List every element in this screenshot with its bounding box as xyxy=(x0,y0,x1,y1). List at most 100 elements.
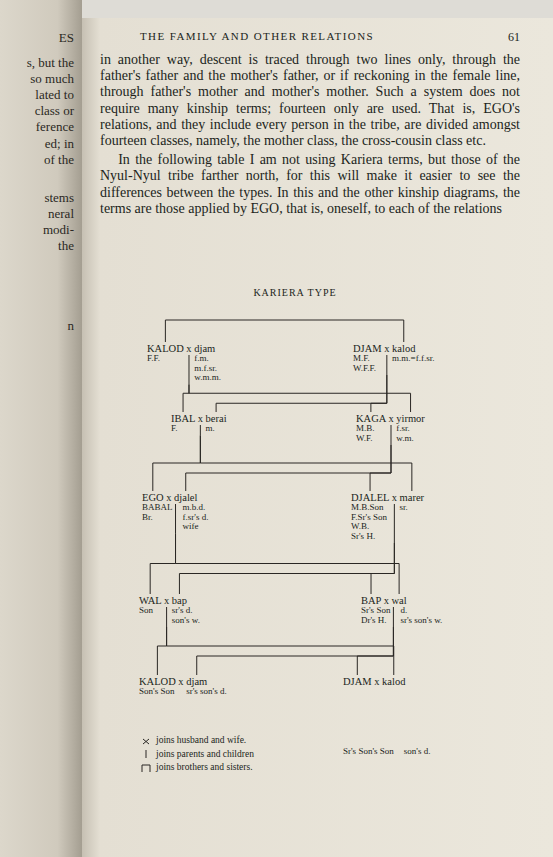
descent-line xyxy=(179,543,394,594)
descent-stub xyxy=(394,504,395,543)
descent-stub xyxy=(386,355,387,375)
body-paragraph: In the following table I am not using Ka… xyxy=(100,152,520,217)
kin-couple: DJAM x kalodM.F.W.F.F. m.m.=f.f.sr. xyxy=(352,342,436,375)
legend-text: joins brothers and sisters. xyxy=(156,762,253,773)
facing-page-fragment: modi- xyxy=(0,222,74,237)
kin-term: Dr's H. xyxy=(361,616,387,626)
couple-names: KALOD x djam xyxy=(147,343,215,354)
facing-page-fragment: neral xyxy=(0,206,74,221)
kin-term: w.m. xyxy=(396,434,413,444)
kin-term: son's w. xyxy=(172,616,200,626)
kin-term: Br. xyxy=(142,513,153,523)
kin-term: Son xyxy=(139,606,153,616)
descent-line xyxy=(357,627,393,675)
facing-page-fragment: ES xyxy=(0,30,74,45)
facing-page-fragment: ference xyxy=(0,119,74,134)
descent-stub xyxy=(200,425,201,436)
kin-couple: EGO x djalelBABALBr. m.b.d.f.sr's d.wife xyxy=(141,491,210,534)
descent-stub xyxy=(175,504,176,534)
running-head: THE FAMILY AND OTHER RELATIONS xyxy=(140,30,374,42)
kin-term: F.F. xyxy=(147,354,160,364)
kin-term: m. xyxy=(206,424,215,434)
kin-term: Sr's Son's Son xyxy=(343,747,394,757)
kin-couple: IBAL x beraiF.m. xyxy=(170,412,229,436)
couple-names: BAP x wal xyxy=(361,595,407,606)
kin-term: f.sr's d. xyxy=(183,513,209,523)
kin-term: son's d. xyxy=(404,747,431,757)
descent-line xyxy=(183,385,189,413)
legend-sample xyxy=(140,749,152,759)
kin-term: m.f.sr. xyxy=(194,364,217,374)
sibling-bracket xyxy=(165,320,403,342)
facing-page-fragment: class or xyxy=(0,103,74,118)
legend-sample xyxy=(140,763,152,773)
legend-sample xyxy=(140,736,152,746)
couple-names: DJAM x kalod xyxy=(353,343,415,354)
kin-term: M.F. xyxy=(353,354,370,364)
kin-term: sr's son's d. xyxy=(186,687,227,697)
descent-stub xyxy=(188,355,189,385)
descent-stub xyxy=(391,425,392,445)
legend-row: joins parents and children xyxy=(140,748,254,762)
kin-term: Sr's Son xyxy=(361,606,390,616)
descent-line xyxy=(370,445,391,491)
kin-term: Sr's H. xyxy=(351,532,375,542)
legend-text: joins parents and children xyxy=(156,749,254,760)
kin-couple: WAL x bapSon sr's d.son's w. xyxy=(138,594,202,627)
couple-names: WAL x bap xyxy=(139,595,187,606)
couple-names: DJALEL x marer xyxy=(351,492,424,503)
descent-line xyxy=(150,534,175,595)
descent-line xyxy=(189,385,411,413)
couple-names: EGO x djalel xyxy=(142,492,197,503)
kin-term: w.m.m. xyxy=(194,373,221,383)
kin-term: d. xyxy=(400,606,407,616)
descent-stub xyxy=(393,607,394,627)
kin-term: sr's son's w. xyxy=(400,616,442,626)
descent-line xyxy=(200,436,411,492)
couple-names: KAGA x yirmor xyxy=(356,413,425,424)
descent-line xyxy=(186,445,391,491)
kin-term: M.B. xyxy=(356,424,375,434)
kin-term: W.B. xyxy=(351,522,369,532)
kin-couple: KALOD x djamSon's Sonsr's son's d. xyxy=(138,675,229,699)
facing-page-fragment: so much xyxy=(0,71,74,86)
facing-page-fragment: the xyxy=(0,238,74,253)
couple-names: KALOD x djam xyxy=(139,676,207,687)
kin-term: m.m.=f.f.sr. xyxy=(392,354,434,364)
descent-line xyxy=(197,627,394,675)
legend-row: joins husband and wife. xyxy=(140,734,254,748)
kin-term: W.F. xyxy=(356,434,372,444)
kin-couple: DJAM x kalodSr's Son's Son son's d. xyxy=(342,675,432,759)
kin-term: F.Sr's Son xyxy=(351,513,387,523)
couple-names: IBAL x berai xyxy=(171,413,227,424)
kin-couple: DJALEL x marerM.B.SonF.Sr's SonW.B.Sr's … xyxy=(350,491,426,543)
kin-term: BABAL xyxy=(142,503,173,513)
body-paragraph: in another way, descent is traced throug… xyxy=(100,52,520,149)
facing-page-fragment: stems xyxy=(0,190,74,205)
kin-term: sr's d. xyxy=(172,606,193,616)
kin-term: f.m. xyxy=(194,354,209,364)
body-text: in another way, descent is traced throug… xyxy=(100,52,520,220)
kin-couple: KAGA x yirmorM.B.W.F. f.sr.w.m. xyxy=(355,412,427,445)
page-number: 61 xyxy=(508,30,520,45)
kin-term: wife xyxy=(183,522,199,532)
kin-term: W.F.F. xyxy=(353,364,376,374)
couple-names: DJAM x kalod xyxy=(343,676,405,687)
kin-term: m.b.d. xyxy=(183,503,206,513)
facing-page-fragment: ed; in xyxy=(0,136,74,151)
descent-line xyxy=(371,543,394,594)
descent-stub xyxy=(166,607,167,627)
facing-page-fragment: s, but the xyxy=(0,55,74,70)
legend-row: joins brothers and sisters. xyxy=(140,761,254,775)
descent-line xyxy=(153,436,201,492)
facing-page-fragment: of the xyxy=(0,152,74,167)
kin-term: M.B.Son xyxy=(351,503,384,513)
kin-term: sr. xyxy=(400,503,408,513)
legend: joins husband and wife. joins parents and… xyxy=(140,734,254,775)
legend-text: joins husband and wife. xyxy=(156,735,246,746)
kin-term: f.sr. xyxy=(396,424,410,434)
kin-couple: KALOD x djamF.F. f.m.m.f.sr.w.m.m. xyxy=(146,342,223,385)
descent-line xyxy=(176,534,400,595)
diagram-title: KARIERA TYPE xyxy=(230,287,360,298)
